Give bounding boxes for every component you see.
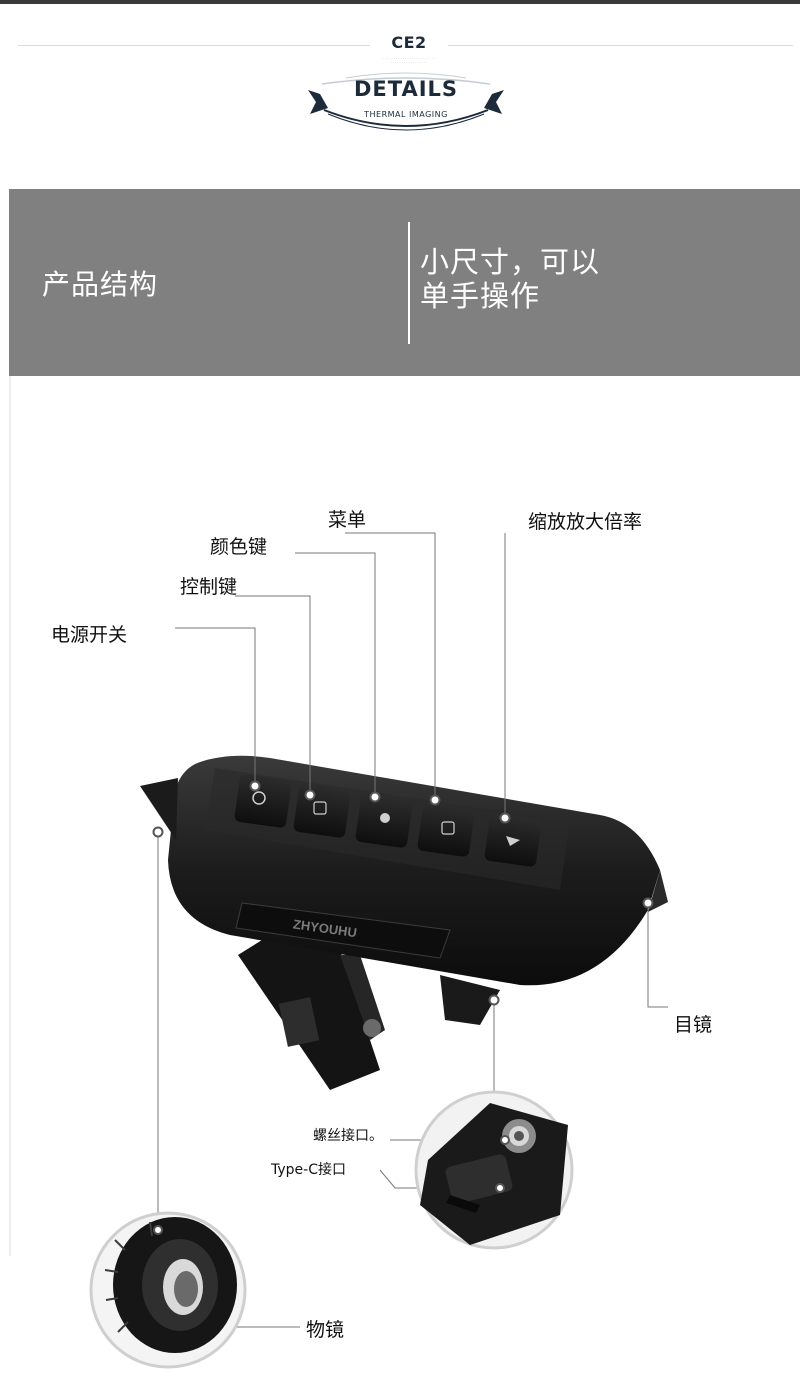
callout-dots: [152, 780, 654, 1006]
label-power-switch: 电源开关: [51, 624, 128, 646]
control-button[interactable]: [293, 784, 351, 839]
zoom-button[interactable]: [484, 813, 542, 868]
banner-tagline: 小尺寸，可以 单手操作: [420, 245, 600, 313]
section-banner: [9, 189, 800, 376]
power-button[interactable]: [234, 774, 292, 829]
label-zoom: 缩放放大倍率: [528, 511, 643, 533]
model-name: CE2: [391, 33, 427, 52]
content-side-rule: [9, 376, 11, 1256]
tagline-line-1: 小尺寸，可以: [420, 245, 601, 279]
tagline-line-2: 单手操作: [420, 279, 541, 313]
header-divider-left: [18, 45, 370, 46]
details-badge: DETAILS THERMAL IMAGING: [306, 70, 506, 136]
mount-bracket: [238, 940, 500, 1090]
device-body: [140, 755, 668, 986]
label-objective-lens: 物镜: [306, 1319, 345, 1341]
label-screw-mount: 螺丝接口。: [313, 1128, 383, 1144]
label-color-key: 颜色键: [210, 536, 268, 558]
menu-button[interactable]: [417, 803, 475, 858]
label-control-key: 控制键: [180, 576, 238, 598]
badge-subtitle: THERMAL IMAGING: [364, 110, 448, 119]
label-type-c-port: Type-C接口: [271, 1162, 346, 1178]
callout-lines: [157, 532, 668, 1328]
objective-lens-inset: [89, 1211, 247, 1369]
color-button[interactable]: [355, 794, 413, 849]
port-detail-inset: [414, 1090, 574, 1250]
header-fine-print: · · · · · · · · · · · · · · · · · · · · …: [382, 57, 436, 65]
banner-divider: [408, 222, 410, 344]
label-menu: 菜单: [328, 509, 367, 531]
header-divider-right: [448, 45, 793, 46]
ribbon-emblem-icon: [308, 72, 504, 131]
section-title: 产品结构: [42, 268, 159, 301]
top-border: [0, 0, 800, 4]
badge-title: DETAILS: [353, 77, 459, 101]
label-eyepiece: 目镜: [674, 1014, 713, 1036]
